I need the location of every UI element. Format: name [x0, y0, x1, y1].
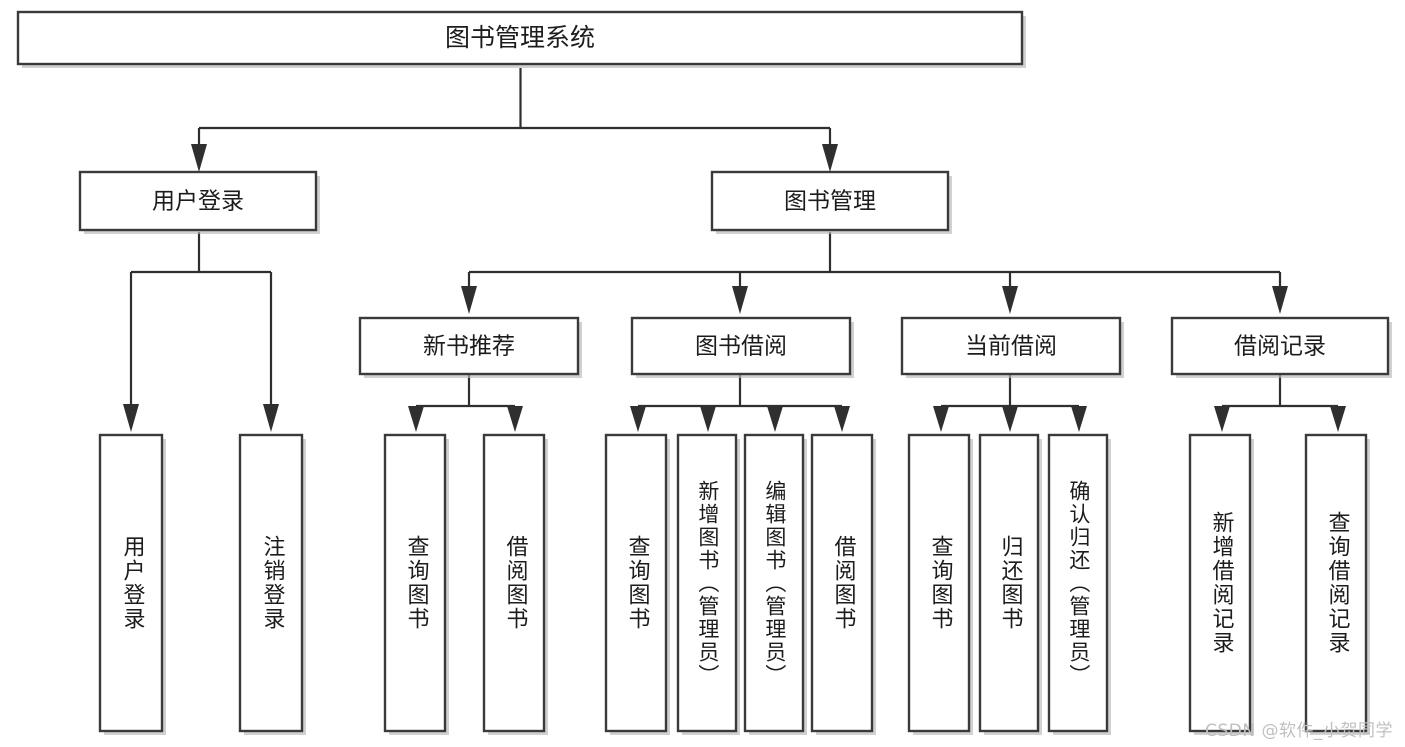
arrowhead-book-manage: [822, 144, 838, 172]
node-book-manage[interactable]: 图书管理: [710, 170, 952, 234]
arrowhead-book-borrow: [732, 286, 748, 314]
node-user-login[interactable]: 用户登录: [78, 170, 320, 234]
node-leaf-borrow-book-1[interactable]: [482, 433, 548, 735]
node-borrow-record-label: 借阅记录: [1234, 334, 1326, 360]
node-leaf-borrow-book-2[interactable]: [810, 433, 876, 735]
node-current-borrow[interactable]: 当前借阅: [900, 316, 1124, 378]
arrowhead-leaf-edit-book: [767, 406, 783, 432]
node-new-book-rec-label: 新书推荐: [423, 334, 515, 360]
arrowhead-leaf-query-record: [1330, 406, 1346, 432]
arrowhead-leaf-user-login: [123, 404, 139, 432]
watermark-text: CSDN @软件_小贺同学: [1205, 721, 1393, 741]
node-leaf-user-login[interactable]: [98, 433, 166, 735]
connector-group: [123, 68, 1346, 432]
node-leaf-confirm-return[interactable]: [1047, 433, 1111, 735]
node-book-borrow-label: 图书借阅: [695, 334, 787, 360]
arrowhead-leaf-add-book: [700, 406, 716, 432]
node-book-manage-label: 图书管理: [784, 189, 876, 215]
arrowhead-new-book-rec: [461, 286, 477, 314]
arrowhead-leaf-borrow-book-1: [507, 406, 523, 432]
node-leaf-logout[interactable]: [238, 433, 306, 735]
node-leaf-query-book-2[interactable]: [604, 433, 670, 735]
node-book-borrow[interactable]: 图书借阅: [630, 316, 854, 378]
arrowhead-leaf-borrow-book-2: [834, 406, 850, 432]
node-leaf-add-book[interactable]: [676, 433, 740, 735]
node-user-login-label: 用户登录: [152, 189, 244, 215]
arrowhead-leaf-query-book-1: [408, 406, 424, 432]
node-leaf-add-record[interactable]: [1188, 433, 1254, 735]
arrowhead-leaf-confirm-return: [1071, 406, 1087, 432]
arrowhead-borrow-record: [1272, 286, 1288, 314]
node-leaf-query-book-1[interactable]: [383, 433, 449, 735]
arrowhead-current-borrow: [1002, 286, 1018, 314]
node-root[interactable]: 图书管理系统: [16, 10, 1026, 68]
arrowhead-leaf-add-record: [1214, 406, 1230, 432]
node-current-borrow-label: 当前借阅: [965, 334, 1057, 360]
arrowhead-leaf-logout: [263, 404, 279, 432]
node-leaf-edit-book[interactable]: [743, 433, 807, 735]
node-leaf-query-record[interactable]: [1304, 433, 1370, 735]
node-root-label: 图书管理系统: [445, 23, 595, 52]
node-borrow-record[interactable]: 借阅记录: [1170, 316, 1392, 378]
arrowhead-leaf-return-book: [1002, 406, 1018, 432]
node-leaf-query-book-3[interactable]: [907, 433, 973, 735]
arrowhead-leaf-query-book-2: [630, 406, 646, 432]
node-new-book-rec[interactable]: 新书推荐: [358, 316, 582, 378]
arrowhead-user-login: [191, 144, 207, 172]
node-leaf-return-book[interactable]: [978, 433, 1042, 735]
arrowhead-leaf-query-book-3: [933, 406, 949, 432]
